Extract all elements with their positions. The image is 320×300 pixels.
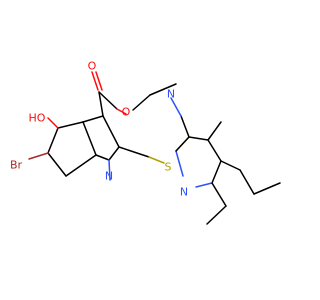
atom-label-n-pyridine: N: [180, 186, 188, 199]
bond: [180, 115, 190, 138]
bond: [175, 150, 184, 177]
bond: [57, 121, 84, 129]
bond: [207, 139, 222, 162]
atom-label-br: Br: [10, 159, 23, 172]
atom-label-o-carbonyl: O: [88, 60, 97, 73]
bond: [91, 71, 99, 91]
bond: [47, 152, 67, 177]
atom-label-o-ester: O: [122, 106, 131, 119]
bond: [47, 117, 59, 129]
bond: [82, 115, 104, 123]
bond: [175, 136, 190, 152]
atom-label-n-indole: N: [105, 170, 113, 183]
bond: [95, 71, 103, 91]
bond: [195, 182, 213, 188]
bond: [98, 91, 118, 110]
bond: [207, 121, 222, 141]
molecule-canvas: O O HO Br N N S N: [9, 59, 281, 225]
bond: [132, 94, 151, 111]
atom-labels: O O HO Br N N S N: [10, 60, 188, 199]
bond: [188, 136, 209, 141]
molecule-structure: O O HO Br N N S N: [10, 60, 281, 225]
atom-label-n-cyano: N: [167, 88, 175, 101]
bond: [65, 154, 97, 177]
bond: [206, 205, 227, 225]
bond: [116, 108, 127, 115]
bond: [118, 146, 150, 158]
bond: [170, 97, 182, 117]
bonds: [28, 71, 281, 225]
atom-label-ho: HO: [29, 112, 46, 125]
bond: [148, 156, 165, 164]
bond: [102, 115, 120, 148]
bond: [28, 152, 49, 160]
bond: [82, 121, 97, 156]
bond: [108, 159, 111, 181]
bond: [239, 169, 255, 195]
bond: [47, 127, 59, 154]
atom-label-s: S: [165, 161, 172, 174]
bond: [211, 160, 222, 184]
bond: [211, 182, 227, 207]
bond: [253, 182, 281, 195]
bond: [98, 91, 104, 117]
bond: [220, 160, 241, 171]
bond: [108, 146, 120, 161]
bond: [149, 83, 177, 96]
bond: [95, 154, 110, 161]
